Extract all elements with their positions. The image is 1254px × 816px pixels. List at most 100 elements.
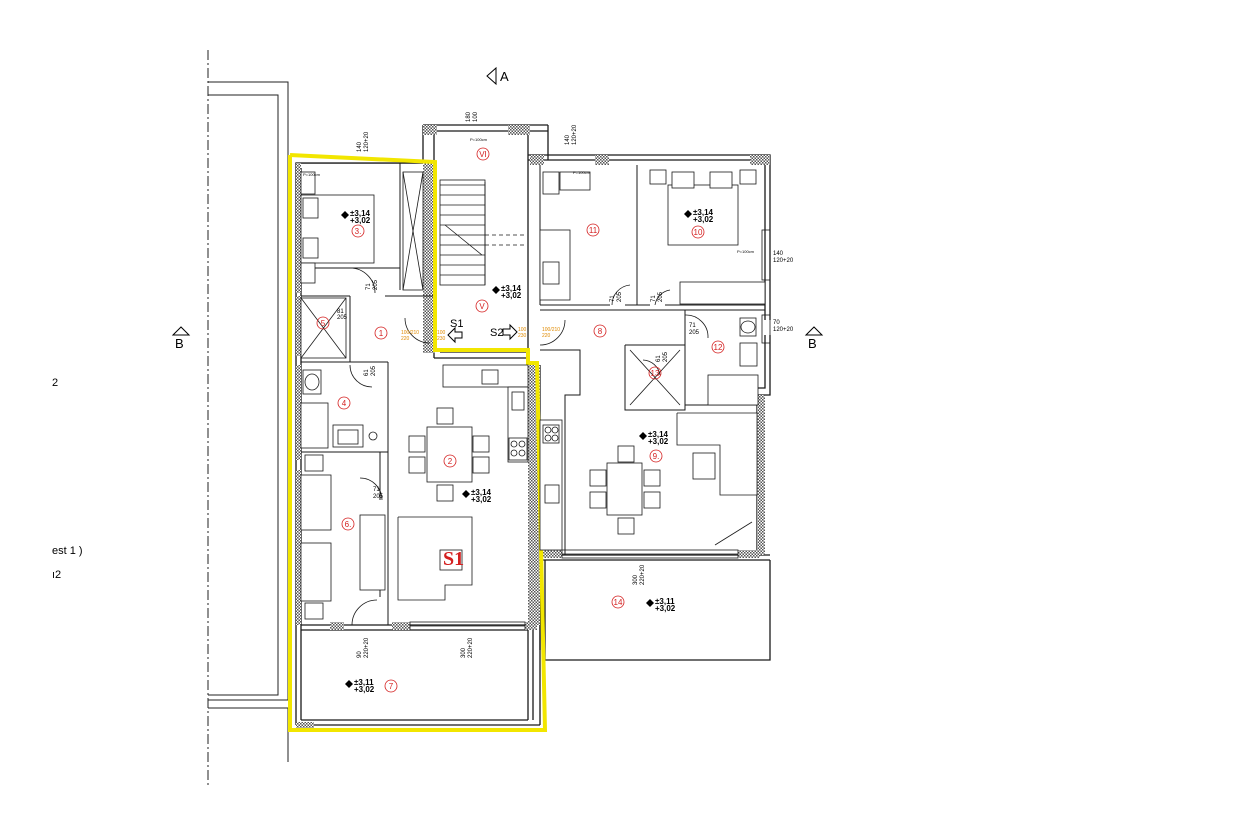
level-top: ±3,14	[350, 209, 371, 218]
room-number: 11	[589, 226, 598, 235]
level-marker-10: ±3,14 +3,02	[684, 208, 714, 224]
dim-label: 205	[371, 365, 377, 376]
orange-dims: 100/210 220 100 230 100 230 100/210 220	[401, 327, 560, 342]
section-marker-b-right: B	[804, 326, 824, 351]
level-bottom: +3,02	[350, 216, 371, 225]
dim-label: 205	[373, 494, 384, 500]
level-top: ±3,14	[648, 430, 669, 439]
orange-dim-label: 100	[518, 327, 527, 333]
section-b-right-label: B	[808, 336, 817, 351]
dim-label: 220+20	[468, 637, 474, 658]
stair	[439, 179, 525, 286]
dim-label: 205	[689, 330, 700, 336]
dim-label: 140	[565, 134, 571, 145]
s1-arrow: S1	[447, 318, 463, 344]
room-number: 1	[379, 329, 384, 338]
level-bottom: +3,02	[655, 604, 676, 613]
dim-label: 220+20	[640, 564, 646, 585]
level-marker-7: ±3,11 +3,02	[345, 678, 375, 694]
level-bottom: +3,02	[354, 685, 375, 694]
orange-dim-label: 100/210	[542, 327, 560, 333]
dim-label: 61	[364, 369, 370, 376]
dim-label: 205	[373, 279, 379, 290]
s1-arrow-label: S1	[450, 318, 463, 330]
unit-s1-highlight	[288, 153, 548, 732]
section-marker-b-left: B	[171, 326, 191, 351]
dim-label: 140	[357, 141, 363, 152]
room-number: 9.	[653, 452, 660, 461]
dim-label: 71	[366, 283, 372, 290]
level-top: ±3,14	[693, 208, 714, 217]
room-number: 12	[714, 343, 723, 352]
dim-label: 81	[337, 309, 344, 315]
dim-label: P=100cm	[737, 249, 755, 254]
dim-label: 300	[461, 647, 467, 658]
dim-label: 100	[473, 111, 479, 122]
level-marker-9: ±3,14 +3,02	[639, 430, 669, 446]
room-number: V	[479, 302, 485, 311]
dim-label: 71	[373, 487, 380, 493]
edge-text: est 1 )	[52, 545, 83, 557]
edge-text: 2	[52, 377, 59, 389]
s2-arrow-label: S2	[490, 327, 503, 339]
dim-label: 71	[689, 323, 696, 329]
dim-label: 205	[658, 291, 664, 302]
room-number-labels: 1 2 3. 4 5 6. 7 8 9. 10 11 12 13 14 V VI	[321, 150, 723, 691]
level-marker-14: ±3,11 +3,02	[646, 597, 676, 613]
room-number: 7	[389, 682, 394, 691]
room-number: 10	[694, 228, 703, 237]
section-b-left-label: B	[175, 336, 184, 351]
room-number: 14	[614, 598, 623, 607]
dim-label: 205	[337, 315, 348, 321]
orange-dim-label: 220	[542, 333, 551, 339]
windows	[409, 229, 771, 631]
level-bottom: +3,02	[693, 215, 714, 224]
neighbour-building	[208, 81, 289, 762]
dim-label: 90	[357, 651, 363, 658]
level-bottom: +3,02	[648, 437, 669, 446]
orange-dim-label: 100/210	[401, 330, 419, 336]
level-top: ±3,14	[501, 284, 522, 293]
level-bottom: +3,02	[501, 291, 522, 300]
dim-label: 180	[466, 111, 472, 122]
dim-label: 70	[773, 320, 780, 326]
dim-label: P=100cm	[470, 137, 488, 142]
dim-label: P=100cm	[573, 170, 591, 175]
dim-label: 220+20	[364, 637, 370, 658]
room-number: 13	[651, 369, 660, 378]
dim-label: 120+20	[572, 124, 578, 145]
dim-label: 140	[773, 251, 784, 257]
dim-label: 300	[633, 574, 639, 585]
furniture	[300, 169, 766, 620]
orange-dim-label: 100	[437, 330, 446, 336]
level-marker-3: ±3,14 +3,02	[341, 209, 371, 225]
room-number: 3.	[355, 227, 362, 236]
s2-arrow: S2	[490, 323, 518, 341]
room-number: 8	[598, 327, 603, 336]
level-bottom: +3,02	[471, 495, 492, 504]
level-marker-2: ±3,14 +3,02	[462, 488, 492, 504]
dim-label: 71	[610, 295, 616, 302]
level-top: ±3,11	[354, 678, 374, 687]
dimension-labels: 140 120+20 180 100 140 120+20 140 120+20…	[303, 111, 794, 658]
room-number: 5	[321, 319, 326, 328]
orange-dim-label: 220	[401, 336, 410, 342]
dim-label: 71	[651, 295, 657, 302]
level-marker-v: ±3,14 +3,02	[492, 284, 522, 300]
dim-label: 120+20	[773, 258, 794, 264]
section-a-label: A	[500, 69, 509, 84]
room-number: VI	[479, 150, 487, 159]
dim-label: 61	[656, 355, 662, 362]
level-top: ±3,14	[471, 488, 492, 497]
dim-label: 120+20	[773, 327, 794, 333]
dim-label: 120+20	[364, 131, 370, 152]
orange-dim-label: 230	[518, 333, 527, 339]
dim-label: 205	[663, 351, 669, 362]
edge-text: ı2	[52, 569, 62, 581]
doors	[349, 267, 709, 626]
level-markers: ±3,14 +3,02 ±3,14 +3,02 ±3,14 +3,02 ±3,1…	[341, 208, 714, 694]
room-number: 4	[342, 399, 347, 408]
room-numbers	[316, 147, 725, 693]
unit-s1-label: S1	[443, 548, 464, 570]
